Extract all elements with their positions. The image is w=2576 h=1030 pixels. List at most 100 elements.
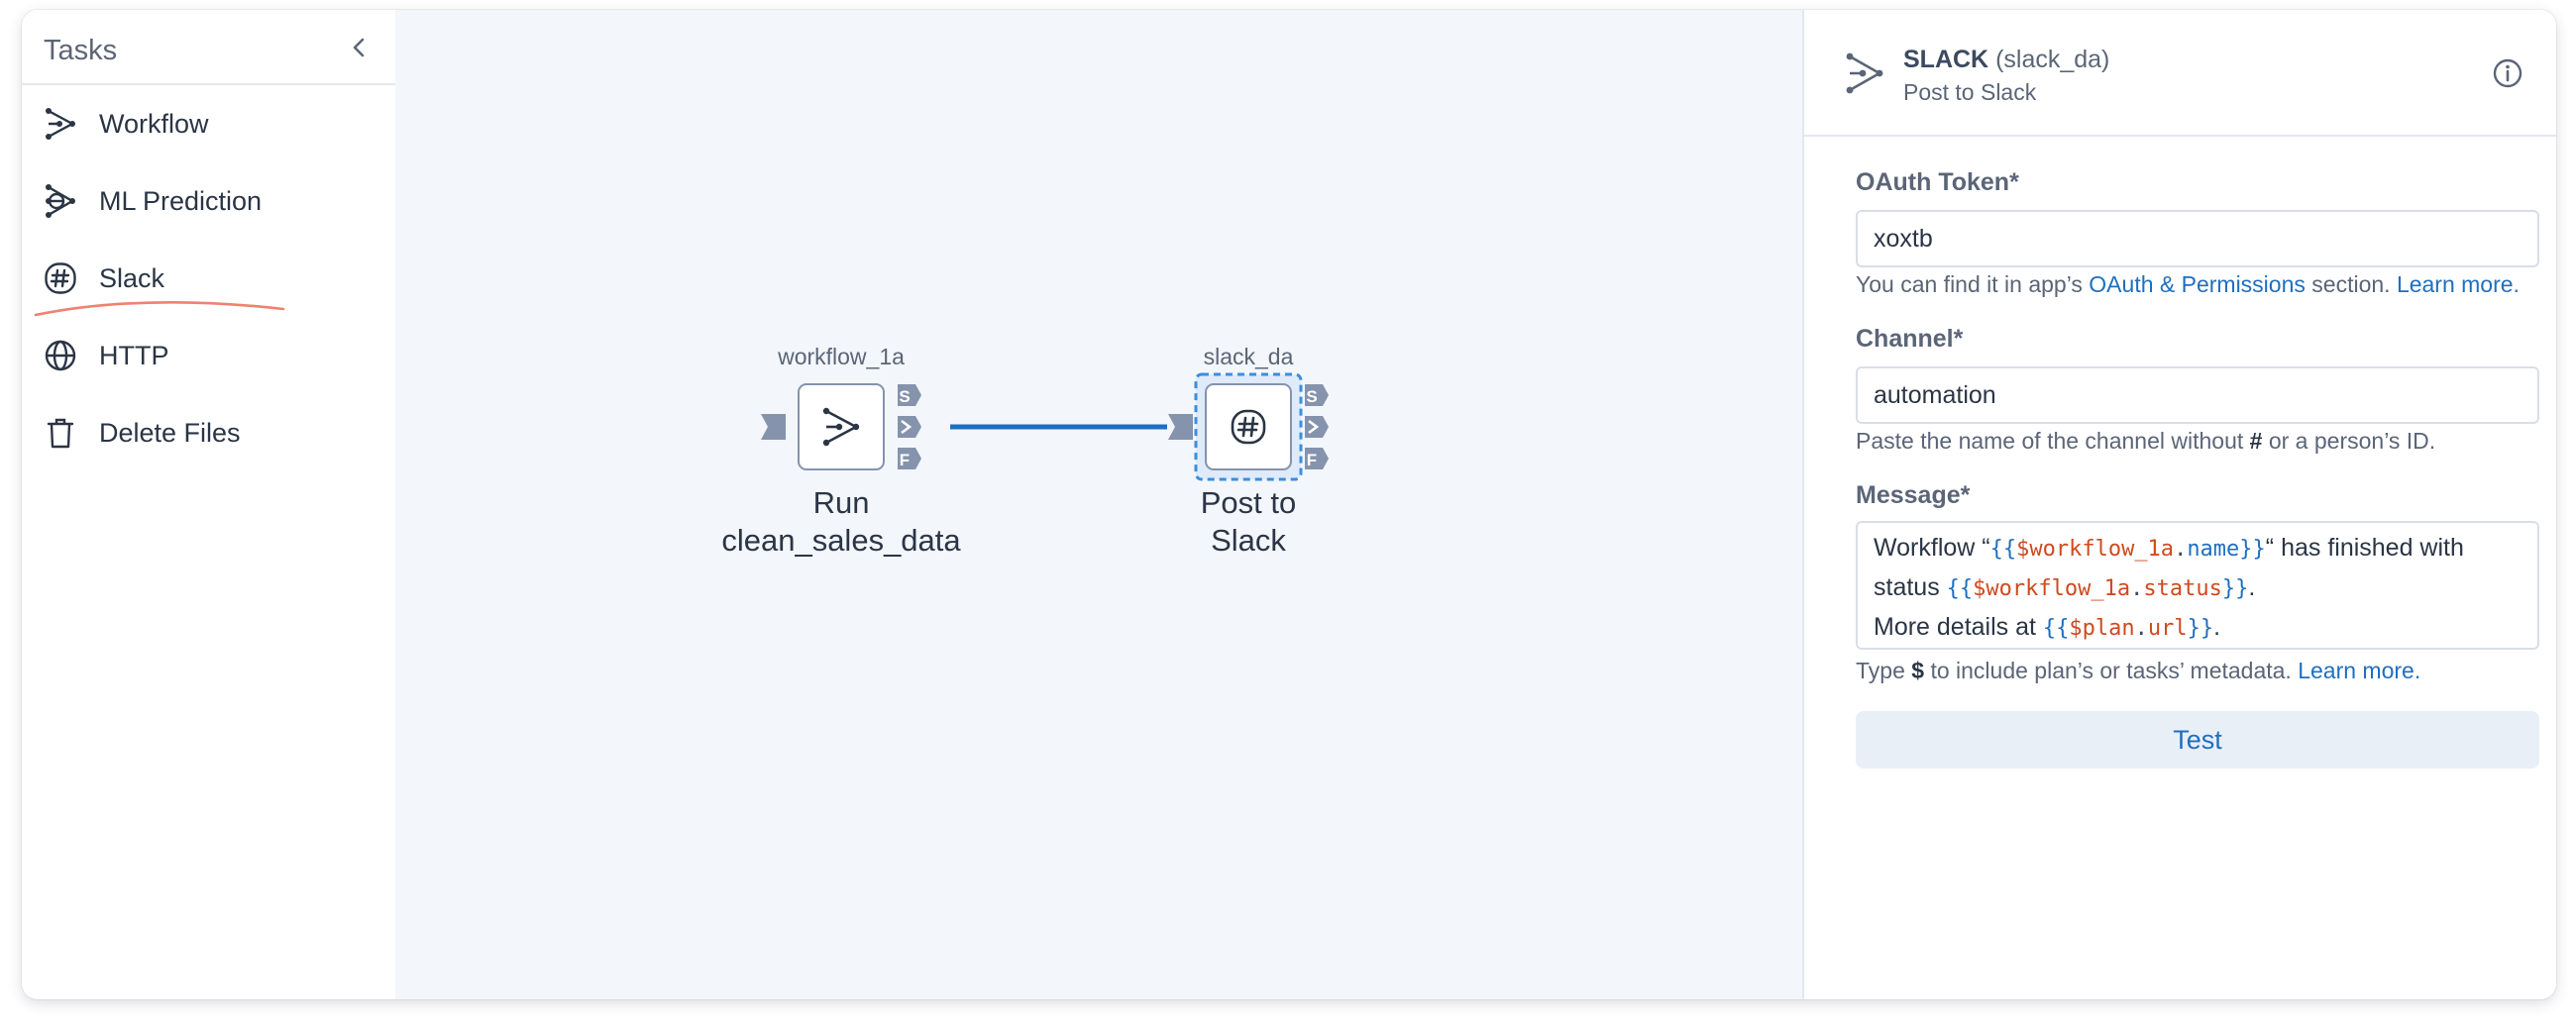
template-brace: {{ [2042,616,2070,641]
sidebar-header: Tasks [22,10,395,85]
task-type: SLACK [1903,46,1989,73]
help-text: or a person’s ID. [2262,428,2436,454]
node-title-line: clean_sales_data [721,523,961,558]
node-id-label: slack_da [1203,344,1294,369]
template-variable: $plan [2069,616,2135,641]
tasks-sidebar: Tasks Workflow ML Prediction Slack [22,10,397,999]
channel-input[interactable]: automation [1856,366,2539,424]
svg-text:F: F [900,451,910,469]
learn-more-link[interactable]: Learn more. [2298,658,2421,683]
test-button[interactable]: Test [1856,711,2539,769]
template-brace: }} [2187,616,2214,641]
port-failure[interactable]: F [1305,448,1329,469]
globe-icon [42,337,79,374]
help-text: Paste the name of the channel without [1856,428,2250,454]
help-text: You can find it in app’s [1856,271,2090,297]
app-window: Tasks Workflow ML Prediction Slack [22,10,2556,999]
message-line: More details at {{$plan.url}}. [1874,608,2522,648]
task-id: (slack_da) [1995,46,2110,73]
node-title-line: Post to [1200,485,1297,520]
sidebar-item-ml-prediction[interactable]: ML Prediction [22,166,395,236]
sidebar-item-label: ML Prediction [99,185,263,216]
sidebar-item-http[interactable]: HTTP [22,321,395,390]
sidebar-title: Tasks [44,35,118,66]
channel-help: Paste the name of the channel without # … [1856,428,2435,455]
template-dot: . [2134,616,2148,641]
help-text: section. [2305,271,2397,297]
port-success[interactable]: S [898,384,921,406]
oauth-token-label: OAuth Token* [1856,168,2019,196]
slack-icon [42,259,79,297]
port-next[interactable] [898,416,921,438]
message-text: status [1874,573,1947,601]
template-brace: }} [2239,537,2266,562]
svg-text:S: S [1306,387,1317,406]
sidebar-item-delete-files[interactable]: Delete Files [22,398,395,467]
template-brace: }} [2221,576,2249,601]
sidebar-item-label: Workflow [99,108,209,139]
channel-label: Channel* [1856,325,1964,353]
input-port[interactable] [1168,414,1193,440]
message-text: “ has finished with [2265,534,2464,562]
template-variable: $workflow_1a [1973,576,2131,601]
template-key: status [2143,576,2222,601]
sidebar-item-label: Slack [99,262,165,293]
node-title-label: Post to Slack [1100,484,1397,560]
ml-prediction-icon [42,182,79,220]
template-dot: . [2174,537,2188,562]
workflow-icon [1842,52,1885,95]
sidebar-item-slack[interactable]: Slack [22,244,395,313]
canvas-graph: S F S F [761,372,1329,481]
task-type-title: SLACK (slack_da) [1903,46,2109,74]
slack-icon [1231,409,1266,445]
oauth-token-input[interactable]: xoxtb [1856,210,2539,267]
trash-icon [42,414,79,452]
task-title: Post to Slack [1903,79,2037,105]
template-brace: {{ [1989,537,2017,562]
port-failure[interactable]: F [898,448,921,469]
template-dot: . [2130,576,2144,601]
message-help: Type $ to include plan’s or tasks’ metad… [1856,658,2420,684]
message-label: Message* [1856,481,1971,509]
template-key: name [2187,537,2240,562]
message-line: Workflow “{{$workflow_1a.name}}“ has fin… [1874,529,2522,568]
message-text: . [2213,613,2221,641]
template-key: url [2147,616,2188,641]
learn-more-link[interactable]: Learn more. [2396,271,2520,297]
message-textarea[interactable]: Workflow “{{$workflow_1a.name}}“ has fin… [1856,521,2539,650]
node-title-line: Slack [1211,523,1286,558]
workflow-icon [42,105,79,143]
template-brace: {{ [1946,576,1974,601]
chevron-left-icon[interactable] [344,32,376,63]
message-text: More details at [1874,613,2043,641]
help-text: to include plan’s or tasks’ metadata. [1924,658,2299,683]
sidebar-item-workflow[interactable]: Workflow [22,89,395,158]
template-variable: $workflow_1a [2016,537,2175,562]
info-icon[interactable] [2492,57,2523,89]
oauth-permissions-link[interactable]: OAuth & Permissions [2089,271,2306,297]
help-dollar: $ [1911,658,1925,683]
hover-underline-mark [34,300,285,317]
node-workflow-1a[interactable]: S F [761,383,921,470]
node-title-label: Run clean_sales_data [693,484,990,560]
sidebar-item-label: Delete Files [99,417,241,448]
svg-text:F: F [1307,451,1317,469]
workflow-icon [822,407,860,447]
message-line: status {{$workflow_1a.status}}. [1874,568,2522,608]
message-text: . [2248,573,2256,601]
node-id-label: workflow_1a [778,344,905,369]
svg-text:S: S [899,387,910,406]
node-title-line: Run [812,485,870,520]
oauth-token-help: You can find it in app’s OAuth & Permiss… [1856,271,2520,298]
help-hash: # [2249,428,2263,454]
panel-header: SLACK (slack_da) Post to Slack [1804,10,2556,137]
node-slack-da[interactable]: S F [1168,372,1329,481]
sidebar-item-label: HTTP [99,340,169,370]
message-text: Workflow “ [1874,534,1990,562]
help-text: Type [1856,658,1912,683]
port-success[interactable]: S [1305,384,1329,406]
port-next[interactable] [1305,416,1329,438]
input-port[interactable] [761,414,786,440]
task-config-panel: SLACK (slack_da) Post to Slack OAuth Tok… [1802,10,2556,999]
workflow-canvas[interactable]: S F S F workflow_1a Run clean_sales [395,10,1802,999]
